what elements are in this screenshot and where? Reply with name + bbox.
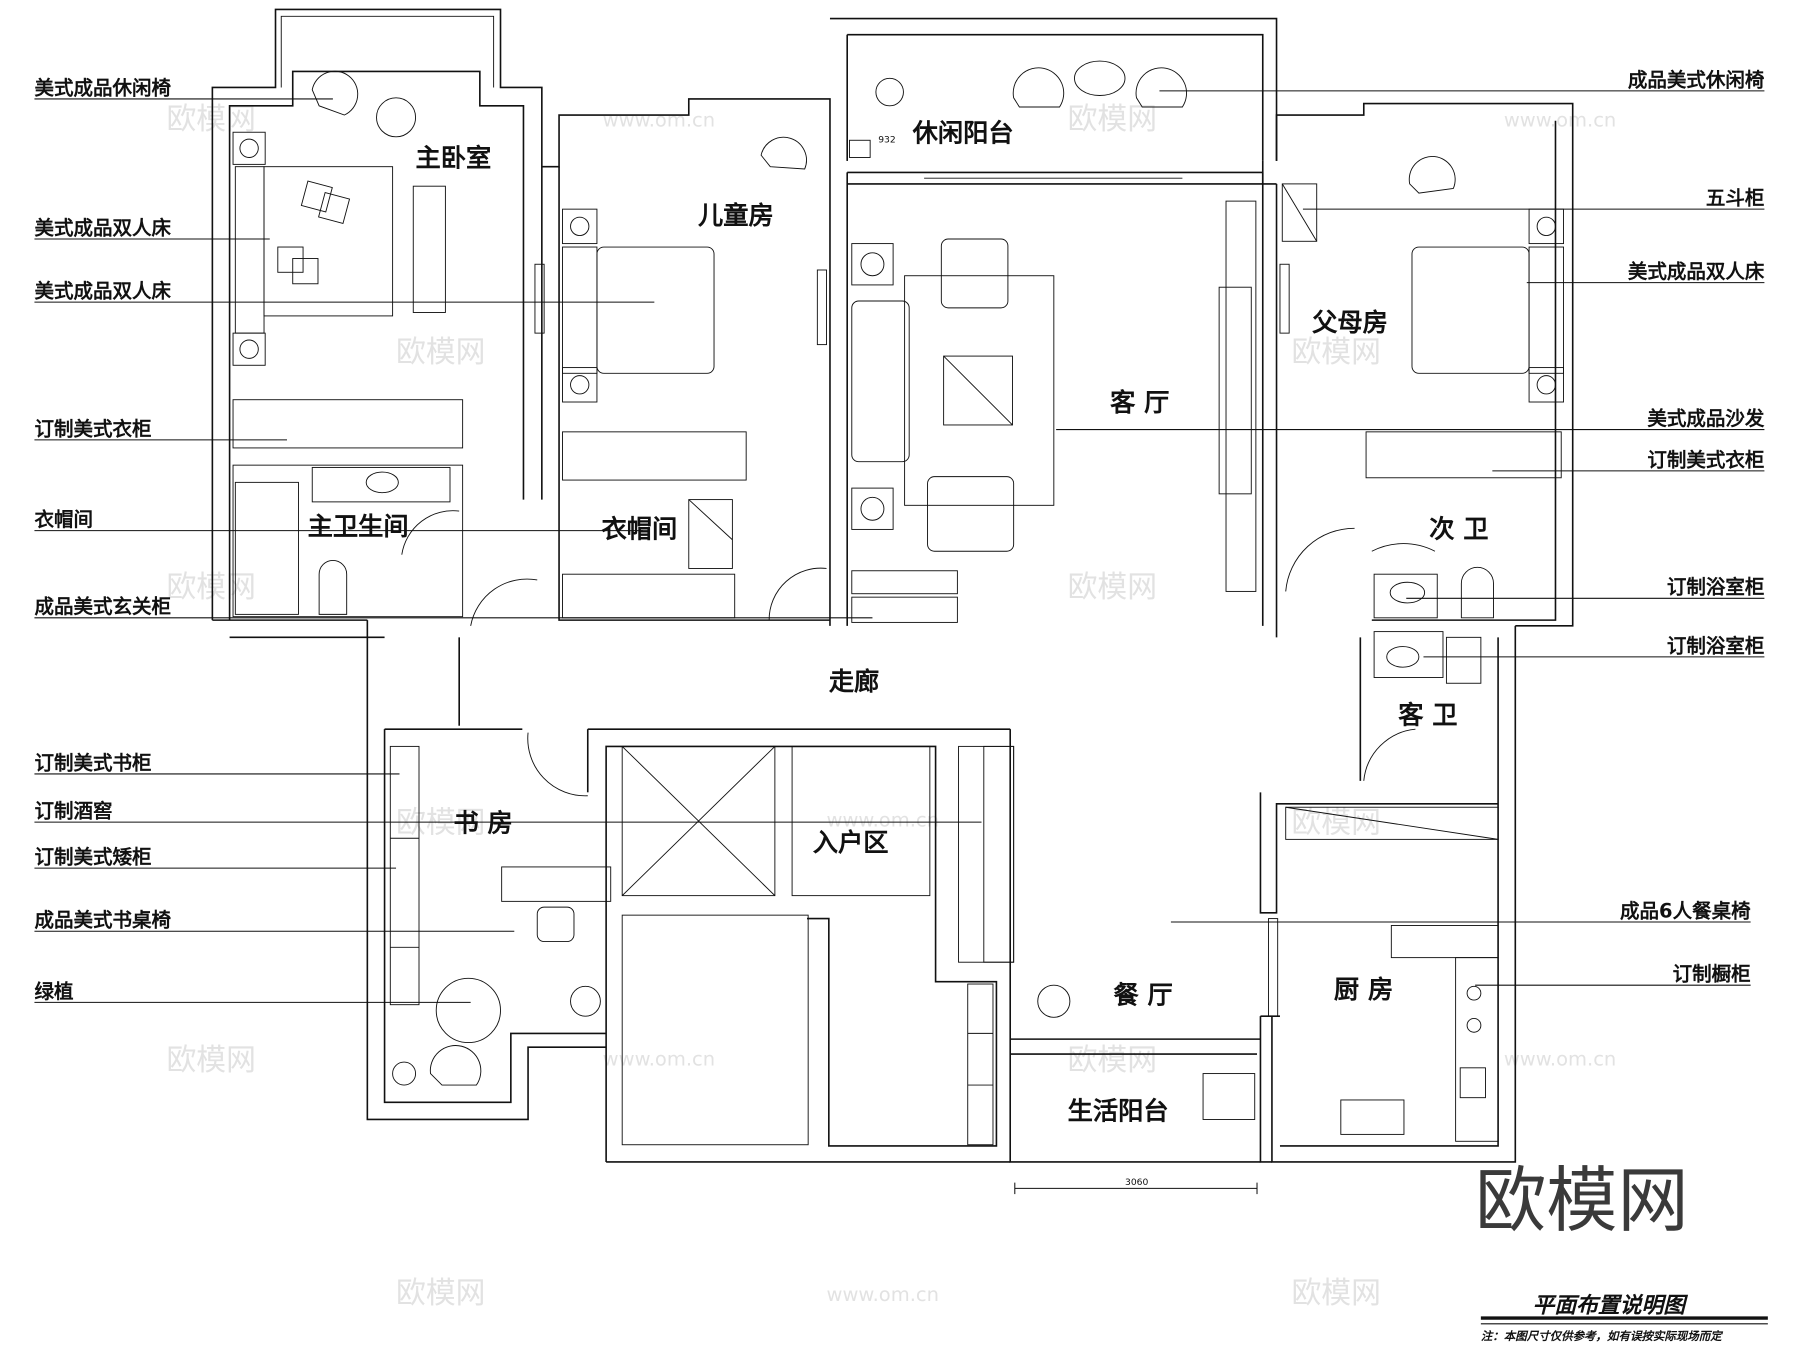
- callout-label: 五斗柜: [1706, 187, 1765, 210]
- master-bed: [263, 166, 394, 317]
- svg-text:欧模网: 欧模网: [1068, 1043, 1157, 1078]
- callout-label: 订制酒窖: [34, 800, 112, 823]
- callout-label: 订制橱柜: [1673, 963, 1751, 986]
- logo: 欧模网: [1475, 1159, 1688, 1242]
- svg-text:欧模网: 欧模网: [166, 1043, 255, 1078]
- headboard: [234, 166, 265, 334]
- coffee-table: [943, 355, 1013, 426]
- room-second-bath: 次 卫: [1429, 514, 1488, 543]
- callout-label: 成品美式休闲椅: [1628, 68, 1765, 91]
- room-guest-bath: 客 卫: [1398, 700, 1457, 729]
- callout-label: 订制美式书柜: [34, 751, 151, 774]
- desk: [501, 866, 612, 902]
- svg-text:www.om.cn: www.om.cn: [603, 108, 715, 131]
- chest-of-drawers: [1281, 183, 1318, 242]
- callout-label: 美式成品双人床: [1628, 260, 1765, 283]
- callout-label: 订制美式矮柜: [34, 845, 151, 868]
- svg-text:欧模网: 欧模网: [1291, 805, 1380, 840]
- watermarks: 欧模网 欧模网 欧模网 欧模网 欧模网 欧模网 欧模网 欧模网 欧模网 欧模网 …: [166, 102, 1616, 1311]
- svg-text:欧模网: 欧模网: [1068, 102, 1157, 137]
- svg-text:3060: 3060: [1125, 1177, 1149, 1188]
- callout-label: 成品6人餐桌椅: [1620, 899, 1751, 922]
- walls: [211, 8, 1574, 1163]
- callout-label: 成品美式玄关柜: [34, 595, 171, 618]
- room-dining: 餐 厅: [1114, 981, 1173, 1010]
- callout-label: 订制美式衣柜: [1647, 448, 1764, 471]
- parents-bed: [1411, 246, 1530, 374]
- callout-label: 成品美式书桌椅: [34, 909, 171, 932]
- svg-text:欧模网: 欧模网: [396, 805, 485, 840]
- callout-label: 订制浴室柜: [1667, 634, 1765, 657]
- svg-text:欧模网: 欧模网: [1068, 570, 1157, 605]
- wardrobe: [232, 399, 464, 449]
- room-master-bedroom: 主卧室: [416, 144, 492, 173]
- svg-text:www.om.cn: www.om.cn: [603, 1048, 715, 1071]
- svg-text:www.om.cn: www.om.cn: [827, 1283, 939, 1306]
- svg-text:欧模网: 欧模网: [396, 335, 485, 370]
- svg-text:932: 932: [878, 135, 896, 146]
- room-leisure-balcony: 休闲阳台: [912, 118, 1014, 147]
- svg-text:欧模网: 欧模网: [166, 102, 255, 137]
- room-corridor: 走廊: [829, 667, 879, 696]
- room-living: 客 厅: [1110, 388, 1169, 417]
- callout-label: 订制浴室柜: [1667, 576, 1765, 599]
- room-closet: 衣帽间: [602, 514, 678, 543]
- bookcase: [389, 745, 420, 1006]
- svg-text:欧模网: 欧模网: [1291, 1276, 1380, 1311]
- callout-label: 美式成品沙发: [1647, 407, 1765, 430]
- room-labels: 主卧室 儿童房 休闲阳台 客 厅 父母房 次 卫 主卫生间 衣帽间 走廊 客 卫…: [308, 118, 1489, 1125]
- room-study: 书 房: [453, 808, 512, 837]
- sofa: [851, 300, 910, 463]
- svg-text:www.om.cn: www.om.cn: [1504, 108, 1616, 131]
- svg-text:www.om.cn: www.om.cn: [827, 809, 939, 832]
- room-entry: 入户区: [813, 828, 889, 857]
- callout-label: 美式成品休闲椅: [34, 76, 171, 99]
- room-parents: 父母房: [1312, 308, 1388, 337]
- rug: [904, 275, 1055, 506]
- dimensions: 932 3060: [878, 135, 1258, 1195]
- title-block: 平面布置说明图 注：本图尺寸仅供参考，如有误按实际现场而定: [1481, 1293, 1768, 1343]
- bench: [412, 185, 446, 313]
- callout-label: 美式成品双人床: [34, 216, 171, 239]
- drawing-title: 平面布置说明图: [1533, 1293, 1689, 1318]
- svg-text:欧模网: 欧模网: [1291, 335, 1380, 370]
- svg-text:欧模网: 欧模网: [396, 1276, 485, 1311]
- callout-label: 美式成品双人床: [34, 280, 171, 303]
- left-callouts: 美式成品休闲椅 美式成品双人床 美式成品双人床 订制美式衣柜 衣帽间 成品美式玄…: [34, 76, 982, 1003]
- drawing-note: 注：本图尺寸仅供参考，如有误按实际现场而定: [1481, 1329, 1723, 1343]
- room-kitchen: 厨 房: [1334, 975, 1393, 1004]
- callout-label: 绿植: [34, 980, 74, 1003]
- plant: [1037, 984, 1071, 1018]
- room-utility-balcony: 生活阳台: [1068, 1096, 1169, 1125]
- right-callouts: 成品美式休闲椅 五斗柜 美式成品双人床 美式成品沙发 订制美式衣柜 订制浴室柜 …: [1056, 68, 1765, 986]
- room-kids: 儿童房: [698, 201, 774, 230]
- kids-bed: [596, 246, 715, 374]
- room-master-bath: 主卫生间: [308, 512, 409, 541]
- callout-label: 衣帽间: [34, 508, 93, 531]
- callout-label: 订制美式衣柜: [34, 417, 151, 440]
- svg-text:www.om.cn: www.om.cn: [1504, 1048, 1616, 1071]
- leisure-chair: [311, 70, 359, 116]
- svg-text:欧模网: 欧模网: [166, 570, 255, 605]
